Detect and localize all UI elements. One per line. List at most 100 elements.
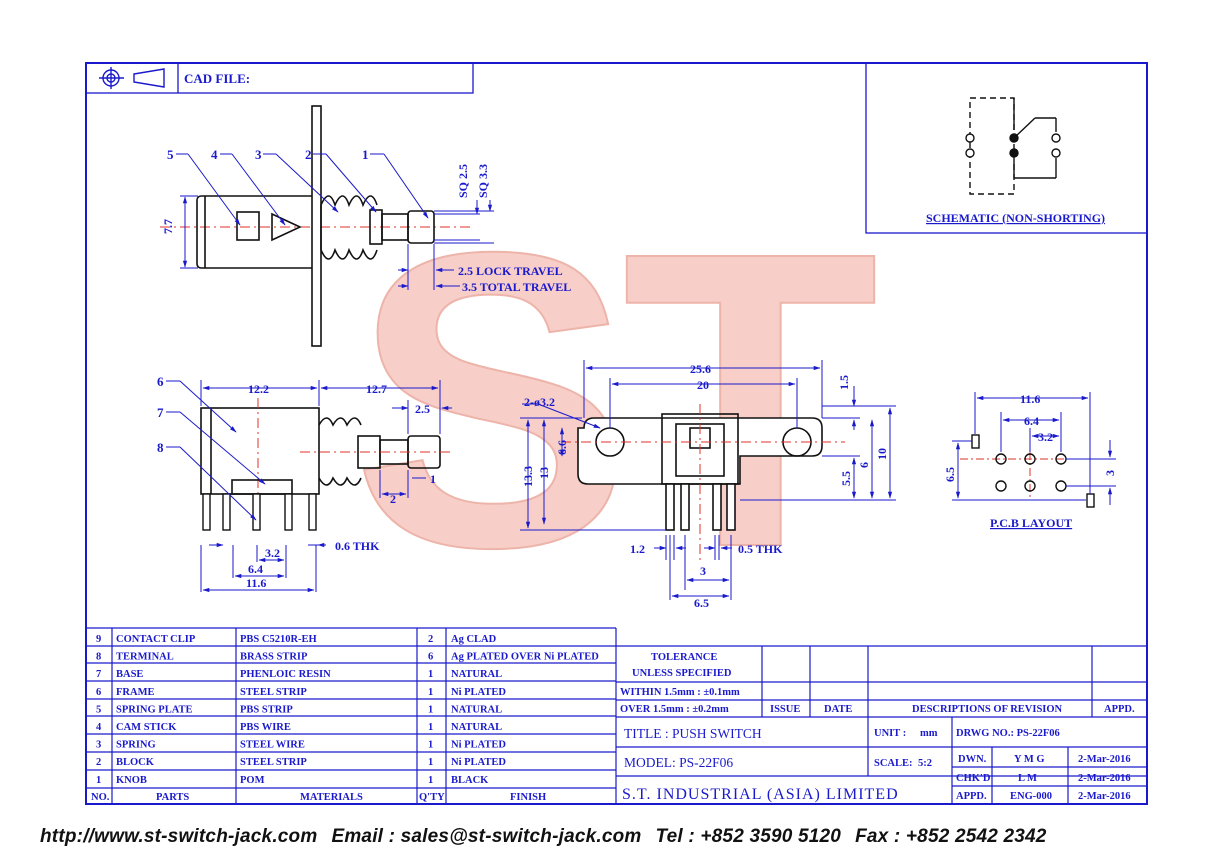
dim-0-6-thk: 0.6 THK [335, 539, 380, 553]
tolerance-unless: UNLESS SPECIFIED [632, 668, 732, 679]
dim-20: 20 [697, 378, 709, 392]
bom-cell-no: 3 [96, 740, 101, 751]
bom-cell-part: SPRING PLATE [116, 704, 193, 715]
dwn-by: Y M G [1014, 754, 1045, 765]
title-push-switch: TITLE : PUSH SWITCH [624, 726, 762, 741]
date-header: DATE [824, 704, 852, 715]
footer-email[interactable]: Email : sales@st-switch-jack.com [331, 826, 642, 847]
bom-header-parts: PARTS [156, 792, 189, 803]
pcb-dims [952, 392, 1116, 505]
bom-cell-finish: NATURAL [451, 722, 502, 733]
dim-25-6: 25.6 [690, 362, 711, 376]
dim-13-3: 13.3 [521, 466, 535, 487]
bom-cell-material: STEEL WIRE [240, 740, 305, 751]
dim-12-2: 12.2 [248, 382, 269, 396]
svg-text:ST: ST [352, 166, 878, 635]
pcb-dim-6-4: 6.4 [1024, 414, 1039, 428]
dim-5-5: 5.5 [839, 471, 853, 486]
bom-cell-no: 4 [96, 722, 102, 733]
dim-lock-travel: 2.5 LOCK TRAVEL [458, 264, 563, 278]
dim-0-5-thk: 0.5 THK [738, 542, 783, 556]
appd-by: ENG-000 [1010, 791, 1052, 802]
bom-cell-qty: 1 [428, 669, 433, 680]
front-view-dims [200, 380, 452, 593]
callout-5: 5 [167, 147, 174, 162]
dim-6: 6 [857, 462, 871, 468]
dwn-date: 2-Mar-2016 [1078, 754, 1131, 765]
dim-3-2: 3.2 [265, 546, 280, 560]
bom-cell-part: FRAME [116, 687, 155, 698]
bom-cell-material: PBS C5210R-EH [240, 634, 317, 645]
dim-12-7: 12.7 [366, 382, 387, 396]
footer-fax: Fax : +852 2542 2342 [855, 826, 1047, 847]
callout-leaders-top [176, 153, 429, 226]
bom-cell-part: BLOCK [116, 757, 155, 768]
tolerance-label: TOLERANCE [651, 652, 717, 663]
bom-cell-no: 9 [96, 634, 101, 645]
bom-cell-material: PHENLOIC RESIN [240, 669, 331, 680]
callout-leaders-front [166, 380, 266, 521]
bom-cell-no: 5 [96, 704, 101, 715]
company-name: S.T. INDUSTRIAL (ASIA) LIMITED [622, 786, 899, 803]
bom-cell-part: BASE [116, 669, 143, 680]
bom-cell-no: 2 [96, 757, 101, 768]
bom-cell-part: CONTACT CLIP [116, 634, 196, 645]
bom-cell-finish: Ag CLAD [451, 634, 497, 645]
bom-cell-material: PBS WIRE [240, 722, 291, 733]
callout-8: 8 [157, 440, 164, 455]
bom-cell-qty: 1 [428, 775, 433, 786]
dim-2-5: 2.5 [415, 402, 430, 416]
projection-symbol-icon [99, 67, 165, 89]
dim-1-2: 1.2 [630, 542, 645, 556]
issue-header: ISSUE [770, 704, 800, 715]
pcb-layout [960, 434, 1095, 508]
bom-header-materials: MATERIALS [300, 792, 363, 803]
drawing-number: DRWG NO.: PS-22F06 [956, 728, 1060, 739]
dim-13: 13 [537, 467, 551, 479]
pcb-dim-11-6: 11.6 [1020, 392, 1040, 406]
bom-cell-no: 8 [96, 652, 101, 663]
panel-view-dims [520, 360, 896, 600]
contact-footer: http://www.st-switch-jack.com Email : sal… [40, 826, 1220, 848]
model-number: MODEL: PS-22F06 [624, 755, 733, 770]
bom-cell-finish: Ni PLATED [451, 687, 506, 698]
bom-cell-finish: Ni PLATED [451, 740, 506, 751]
chk-label: CHK'D [956, 773, 991, 784]
callout-4: 4 [211, 147, 218, 162]
bom-cell-finish: NATURAL [451, 669, 502, 680]
st-watermark: ST [351, 165, 889, 636]
dim-6-5-panel: 6.5 [694, 596, 709, 610]
pcb-dim-3-2: 3.2 [1038, 430, 1053, 444]
dim-1-5: 1.5 [837, 375, 851, 390]
dim-hole-3-2: 2-ø3.2 [524, 395, 555, 409]
side-view-top-dims [180, 195, 494, 290]
schematic-label: SCHEMATIC (NON-SHORTING) [926, 211, 1105, 225]
bom-cell-finish: Ni PLATED [451, 757, 506, 768]
bom-header-qty: Q'TY [419, 792, 445, 803]
dim-6-6: 6.6 [555, 440, 569, 455]
bom-cell-no: 6 [96, 687, 101, 698]
bom-cell-qty: 2 [428, 634, 433, 645]
bom-cell-part: KNOB [116, 775, 147, 786]
bom-cell-part: SPRING [116, 740, 156, 751]
bom-cell-finish: Ag PLATED OVER Ni PLATED [451, 652, 599, 663]
dim-6-4: 6.4 [248, 562, 263, 576]
pcb-dim-6-5: 6.5 [943, 467, 957, 482]
tolerance-over: OVER 1.5mm : ±0.2mm [620, 704, 729, 715]
revision-header: DESCRIPTIONS OF REVISION [912, 704, 1063, 715]
footer-tel: Tel : +852 3590 5120 [655, 826, 842, 847]
footer-url[interactable]: http://www.st-switch-jack.com [40, 826, 318, 847]
front-view-pins [202, 493, 317, 531]
bom-cell-part: CAM STICK [116, 722, 177, 733]
bom-cell-qty: 1 [428, 740, 433, 751]
appd-header: APPD. [1104, 704, 1135, 715]
callout-1: 1 [362, 147, 369, 162]
chk-date: 2-Mar-2016 [1078, 773, 1131, 784]
front-view [200, 398, 450, 520]
panel-view [561, 404, 845, 560]
bom-cell-no: 7 [96, 669, 101, 680]
unit-value: mm [920, 728, 938, 739]
unit-label: UNIT : [874, 728, 906, 739]
pcb-dim-3: 3 [1103, 470, 1117, 476]
